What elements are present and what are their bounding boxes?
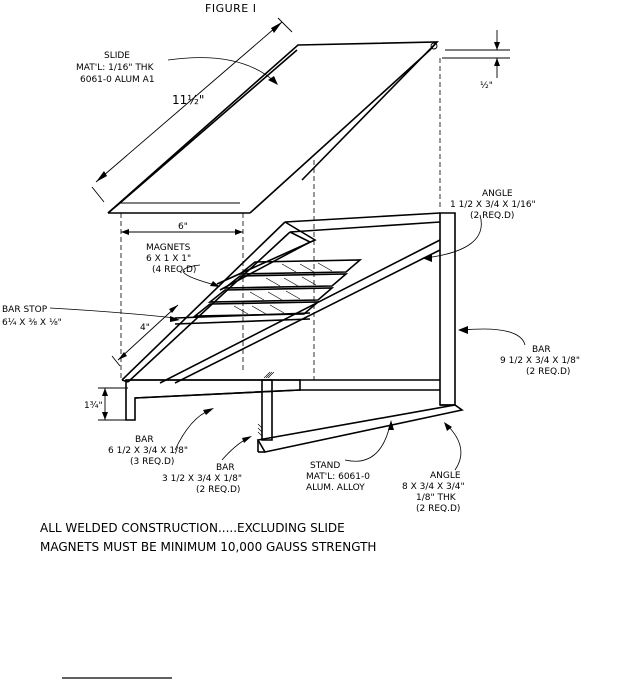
dimension-half-inch: ½" xyxy=(442,30,510,91)
callout-stand: STAND MAT'L: 6061-0 ALUM. ALLOY xyxy=(306,461,370,493)
svg-text:1/8" THK: 1/8" THK xyxy=(416,493,457,503)
note-welded: ALL WELDED CONSTRUCTION.....EXCLUDING SL… xyxy=(40,521,345,535)
callout-slide: SLIDE MAT'L: 1/16" THK 6061-0 ALUM A1 xyxy=(76,51,155,85)
svg-text:BAR: BAR xyxy=(135,435,154,445)
svg-text:9 1/2 X 3/4 X 1/8": 9 1/2 X 3/4 X 1/8" xyxy=(500,356,580,366)
callout-magnets: MAGNETS 6 X 1 X 1" (4 REQ.D) xyxy=(146,243,196,275)
svg-text:(2 REQ.D): (2 REQ.D) xyxy=(470,211,514,221)
note-magnets: MAGNETS MUST BE MINIMUM 10,000 GAUSS STR… xyxy=(40,540,376,554)
dim-height: 1¾" xyxy=(84,401,103,411)
svg-text:8 X 3/4 X 3/4": 8 X 3/4 X 3/4" xyxy=(402,482,465,492)
callout-bar-stop: BAR STOP 6¼ X ⅜ X ⅛" xyxy=(2,305,62,328)
dim-slide-length: 11½" xyxy=(172,93,204,107)
dim-depth: 4" xyxy=(140,323,150,333)
svg-text:BAR: BAR xyxy=(532,345,551,355)
svg-text:6 X 1 X 1": 6 X 1 X 1" xyxy=(146,254,191,264)
svg-text:SLIDE: SLIDE xyxy=(104,51,130,61)
figure-title: FIGURE I xyxy=(205,2,256,15)
callout-angle-top: ANGLE 1 1/2 X 3/4 X 1/16" (2 REQ.D) xyxy=(450,189,536,221)
svg-text:6¼ X ⅜ X ⅛": 6¼ X ⅜ X ⅛" xyxy=(2,318,62,328)
svg-text:3 1/2 X 3/4 X 1/8": 3 1/2 X 3/4 X 1/8" xyxy=(162,474,242,484)
slide-part xyxy=(107,41,441,380)
svg-text:1 1/2 X 3/4 X 1/16": 1 1/2 X 3/4 X 1/16" xyxy=(450,200,536,210)
callout-bar-left: BAR 6 1/2 X 3/4 X 1/8" (3 REQ.D) xyxy=(108,435,188,467)
svg-text:BAR STOP: BAR STOP xyxy=(2,305,48,315)
dim-width: 6" xyxy=(178,222,188,232)
svg-text:(4 REQ.D): (4 REQ.D) xyxy=(152,265,196,275)
dimension-height: 1¾" xyxy=(84,387,128,421)
svg-text:(2 REQ.D): (2 REQ.D) xyxy=(526,367,570,377)
magnets xyxy=(192,259,363,317)
callout-bar-right: BAR 9 1/2 X 3/4 X 1/8" (2 REQ.D) xyxy=(500,345,580,377)
dimension-depth: 4" xyxy=(111,304,179,367)
svg-text:MAT'L: 1/16" THK: MAT'L: 1/16" THK xyxy=(76,63,155,73)
svg-text:(2 REQ.D): (2 REQ.D) xyxy=(416,504,460,514)
svg-text:MAT'L: 6061-0: MAT'L: 6061-0 xyxy=(306,472,370,482)
dim-half-inch: ½" xyxy=(480,81,493,91)
svg-text:BAR: BAR xyxy=(216,463,235,473)
svg-text:ANGLE: ANGLE xyxy=(482,189,513,199)
dimension-width: 6" xyxy=(121,222,243,235)
callout-bar-mid: BAR 3 1/2 X 3/4 X 1/8" (2 REQ.D) xyxy=(162,463,242,495)
notes: ALL WELDED CONSTRUCTION.....EXCLUDING SL… xyxy=(40,521,376,554)
svg-text:STAND: STAND xyxy=(310,461,340,471)
callout-angle-bottom: ANGLE 8 X 3/4 X 3/4" 1/8" THK (2 REQ.D) xyxy=(402,471,465,514)
dimension-slide-length: 11½" xyxy=(91,17,293,203)
svg-text:ANGLE: ANGLE xyxy=(430,471,461,481)
leader-lines xyxy=(49,57,526,471)
svg-text:6061-0 ALUM A1: 6061-0 ALUM A1 xyxy=(80,75,155,85)
svg-text:ALUM. ALLOY: ALUM. ALLOY xyxy=(306,483,365,493)
svg-text:(2 REQ.D): (2 REQ.D) xyxy=(196,485,240,495)
svg-text:6 1/2 X 3/4 X 1/8": 6 1/2 X 3/4 X 1/8" xyxy=(108,446,188,456)
svg-text:(3 REQ.D): (3 REQ.D) xyxy=(130,457,174,467)
svg-text:MAGNETS: MAGNETS xyxy=(146,243,191,253)
